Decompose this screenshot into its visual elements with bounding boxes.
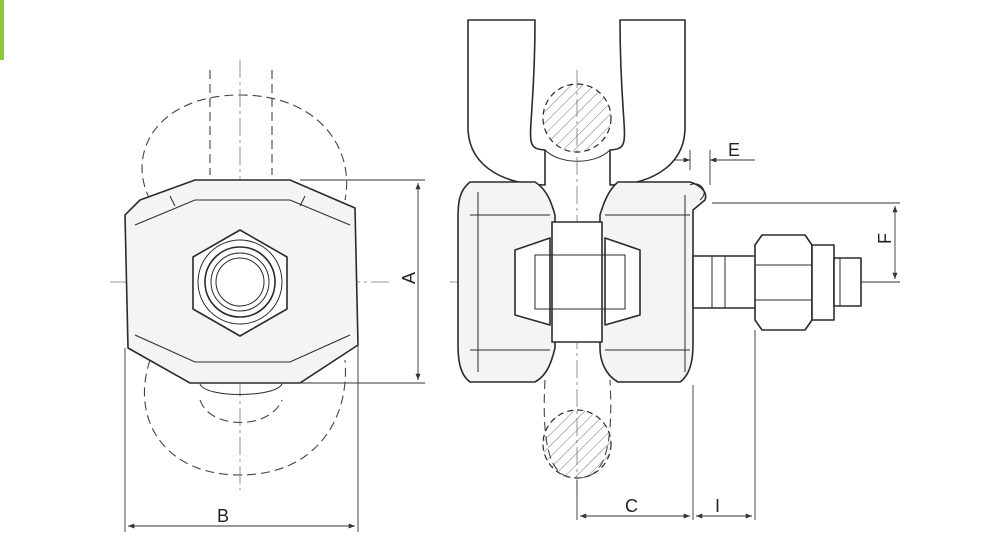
dimension-e-label: E: [728, 140, 740, 160]
side-view: E F C I: [450, 19, 900, 520]
dimension-a-label: A: [399, 272, 419, 284]
bolt-shank: [692, 255, 762, 309]
left-clamp-half: [457, 181, 556, 383]
dimension-b-label: B: [217, 506, 229, 526]
shackle-top: [467, 19, 546, 186]
dimension-i-label: I: [715, 496, 720, 516]
dimension-f-label: F: [875, 233, 895, 244]
center-block: [551, 221, 603, 343]
dimension-c-label: C: [625, 496, 638, 516]
right-clamp-half: [599, 181, 707, 383]
bolt-end: [833, 257, 862, 307]
hex-nut-side: [754, 234, 813, 331]
accent-bar: [0, 0, 4, 60]
front-view: A B: [110, 60, 425, 532]
